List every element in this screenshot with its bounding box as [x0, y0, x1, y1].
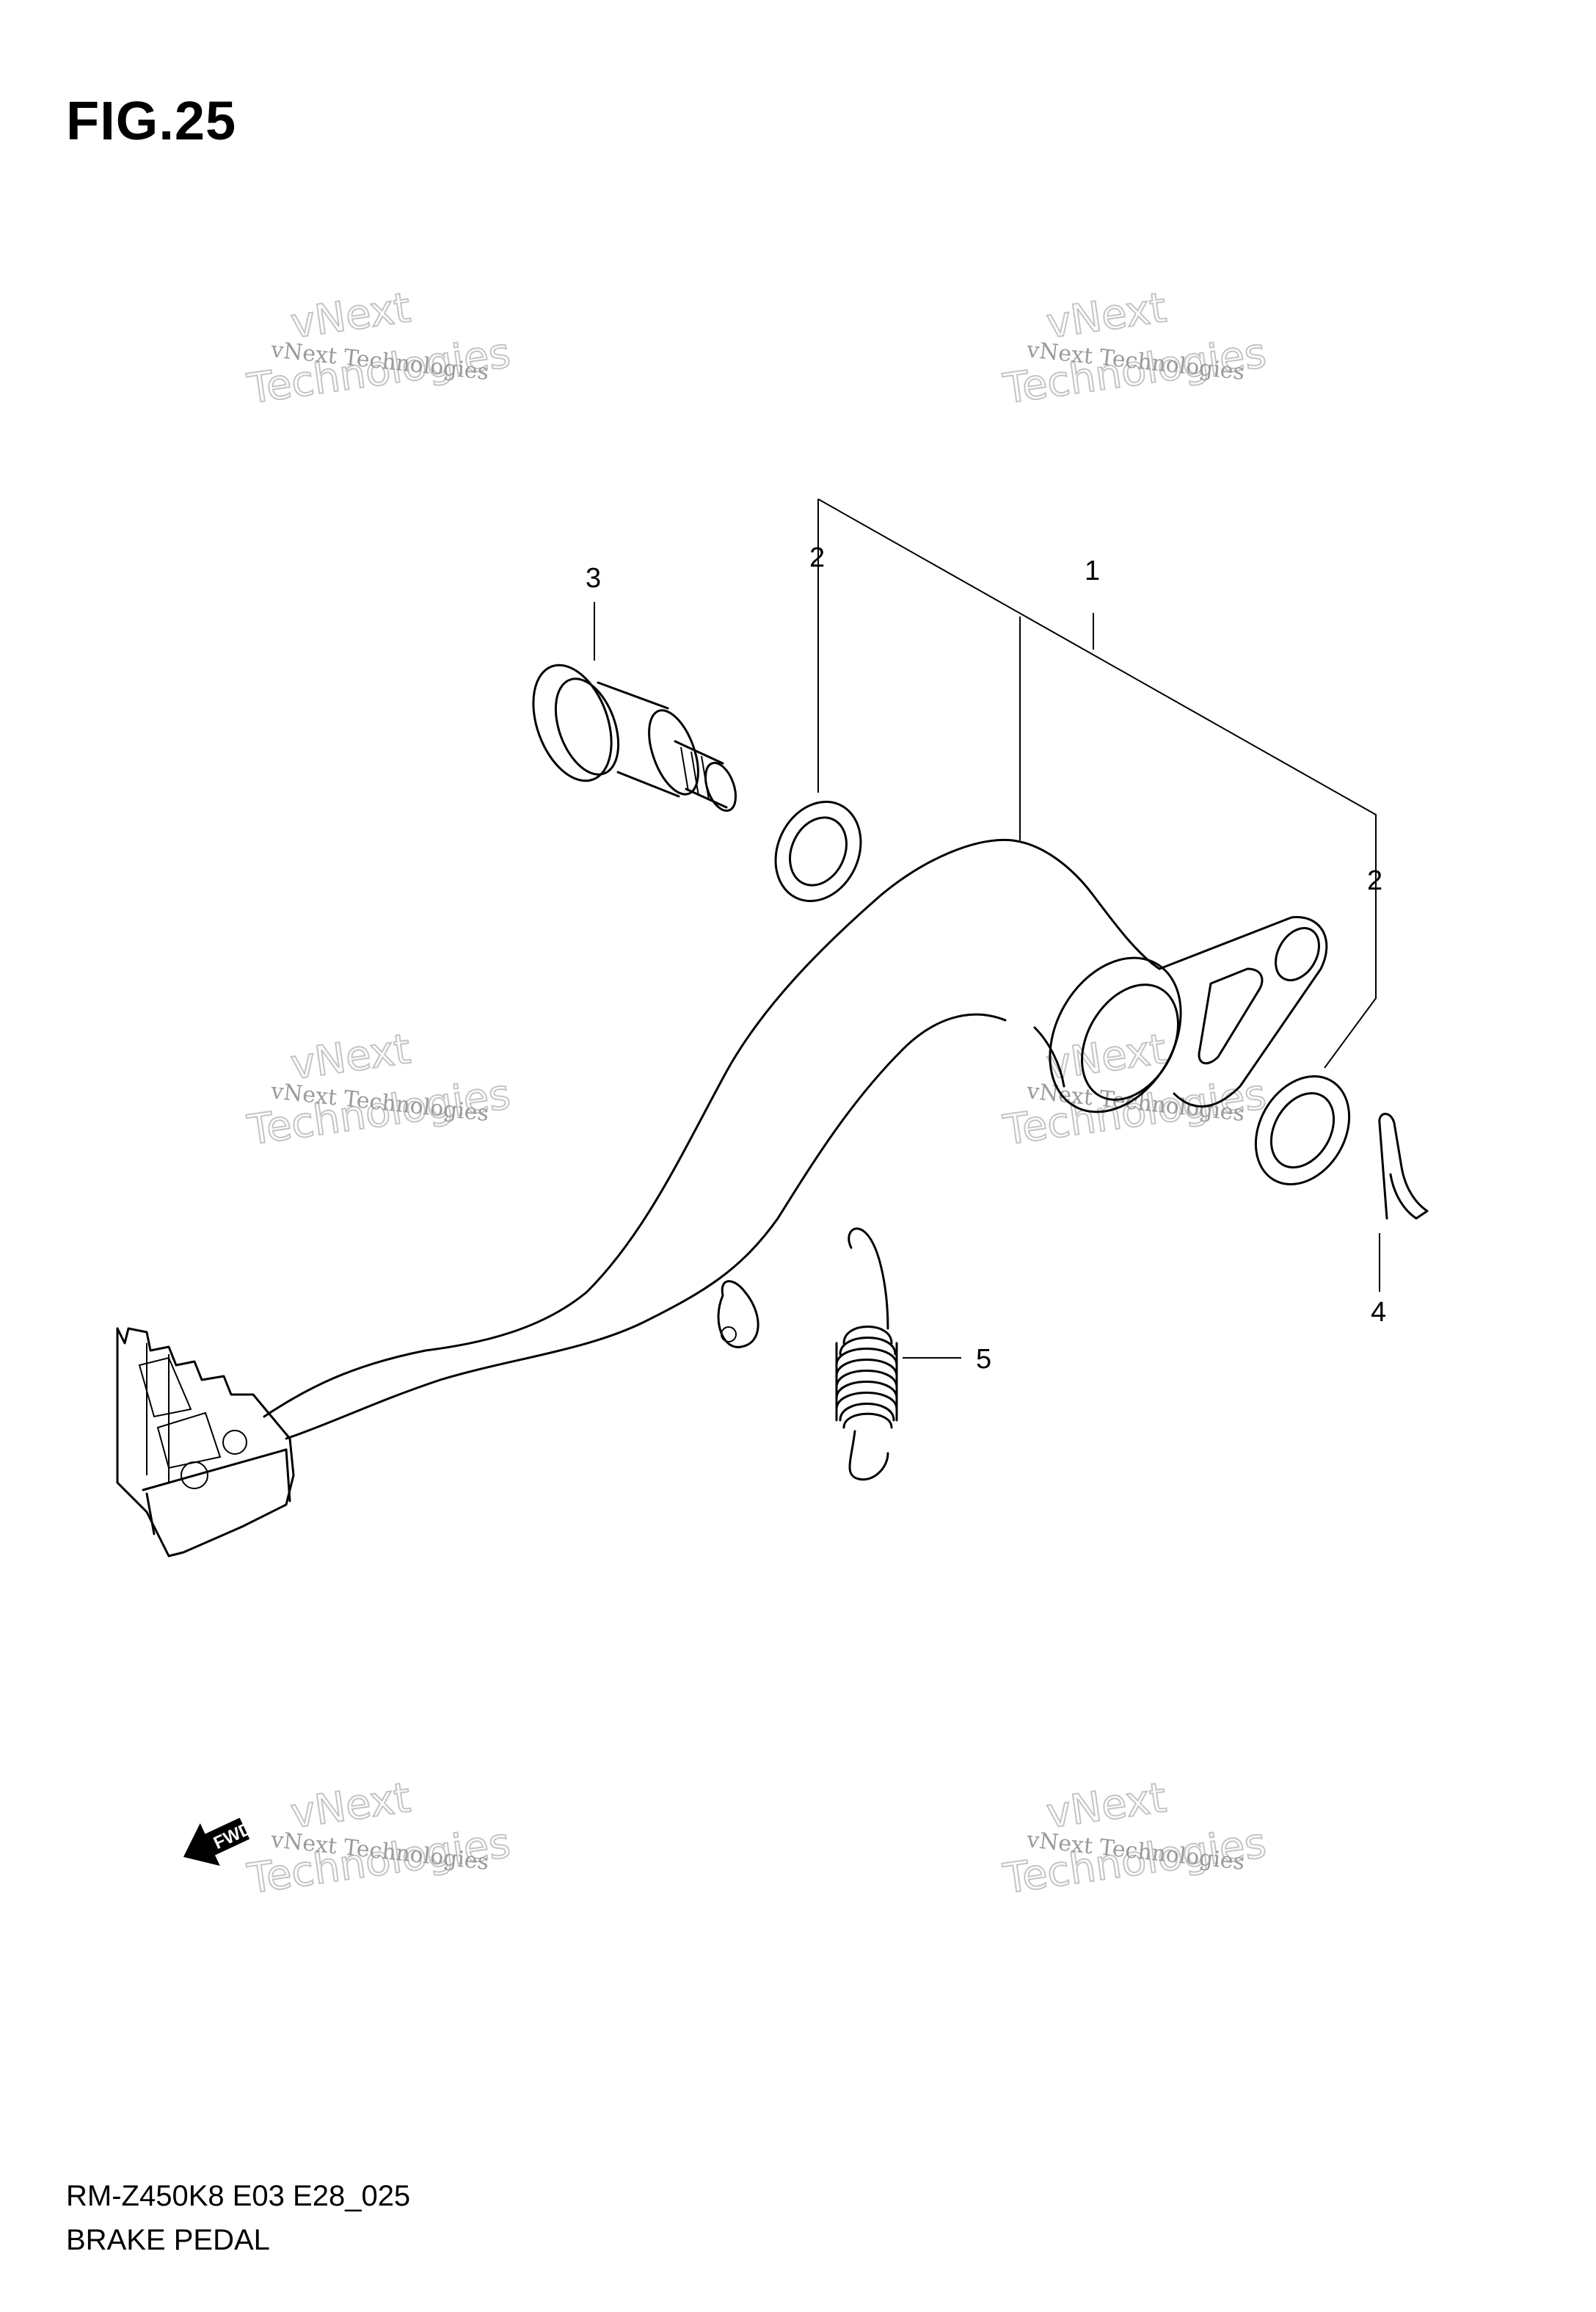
brake-pedal	[116, 838, 1328, 1557]
callout-1: 1	[1085, 556, 1100, 586]
pivot-bolt	[532, 664, 737, 813]
callout-leaders	[594, 498, 1380, 1359]
watermark: Technologies vNext vNext Technologies	[244, 1773, 514, 1904]
watermark-big: vNext	[288, 1025, 413, 1089]
watermark: Technologies vNext vNext Technologies	[244, 283, 514, 414]
watermark-big: vNext	[288, 1774, 413, 1838]
watermark: Technologies vNext vNext Technologies	[999, 283, 1269, 414]
callout-4: 4	[1371, 1297, 1386, 1328]
watermark-big: vNext	[1043, 1774, 1169, 1838]
callout-2: 2	[809, 542, 825, 573]
watermark: Technologies vNext vNext Technologies	[999, 1025, 1269, 1155]
watermark: Technologies vNext vNext Technologies	[999, 1773, 1269, 1904]
watermark-big: vNext	[1043, 284, 1169, 348]
washer	[1254, 1075, 1351, 1186]
watermark: Technologies vNext vNext Technologies	[244, 1025, 514, 1155]
figure-name: BRAKE PEDAL	[66, 2224, 270, 2256]
figure-title: FIG.25	[66, 90, 237, 151]
return-spring	[835, 1227, 898, 1481]
washer	[774, 800, 862, 903]
callout-3: 3	[586, 563, 601, 594]
watermark-big: vNext	[288, 284, 413, 348]
callout-5: 5	[976, 1344, 991, 1375]
figure-code: RM-Z450K8 E03 E28_025	[66, 2180, 411, 2212]
callout-2: 2	[1367, 865, 1382, 896]
clip	[1378, 1113, 1429, 1220]
